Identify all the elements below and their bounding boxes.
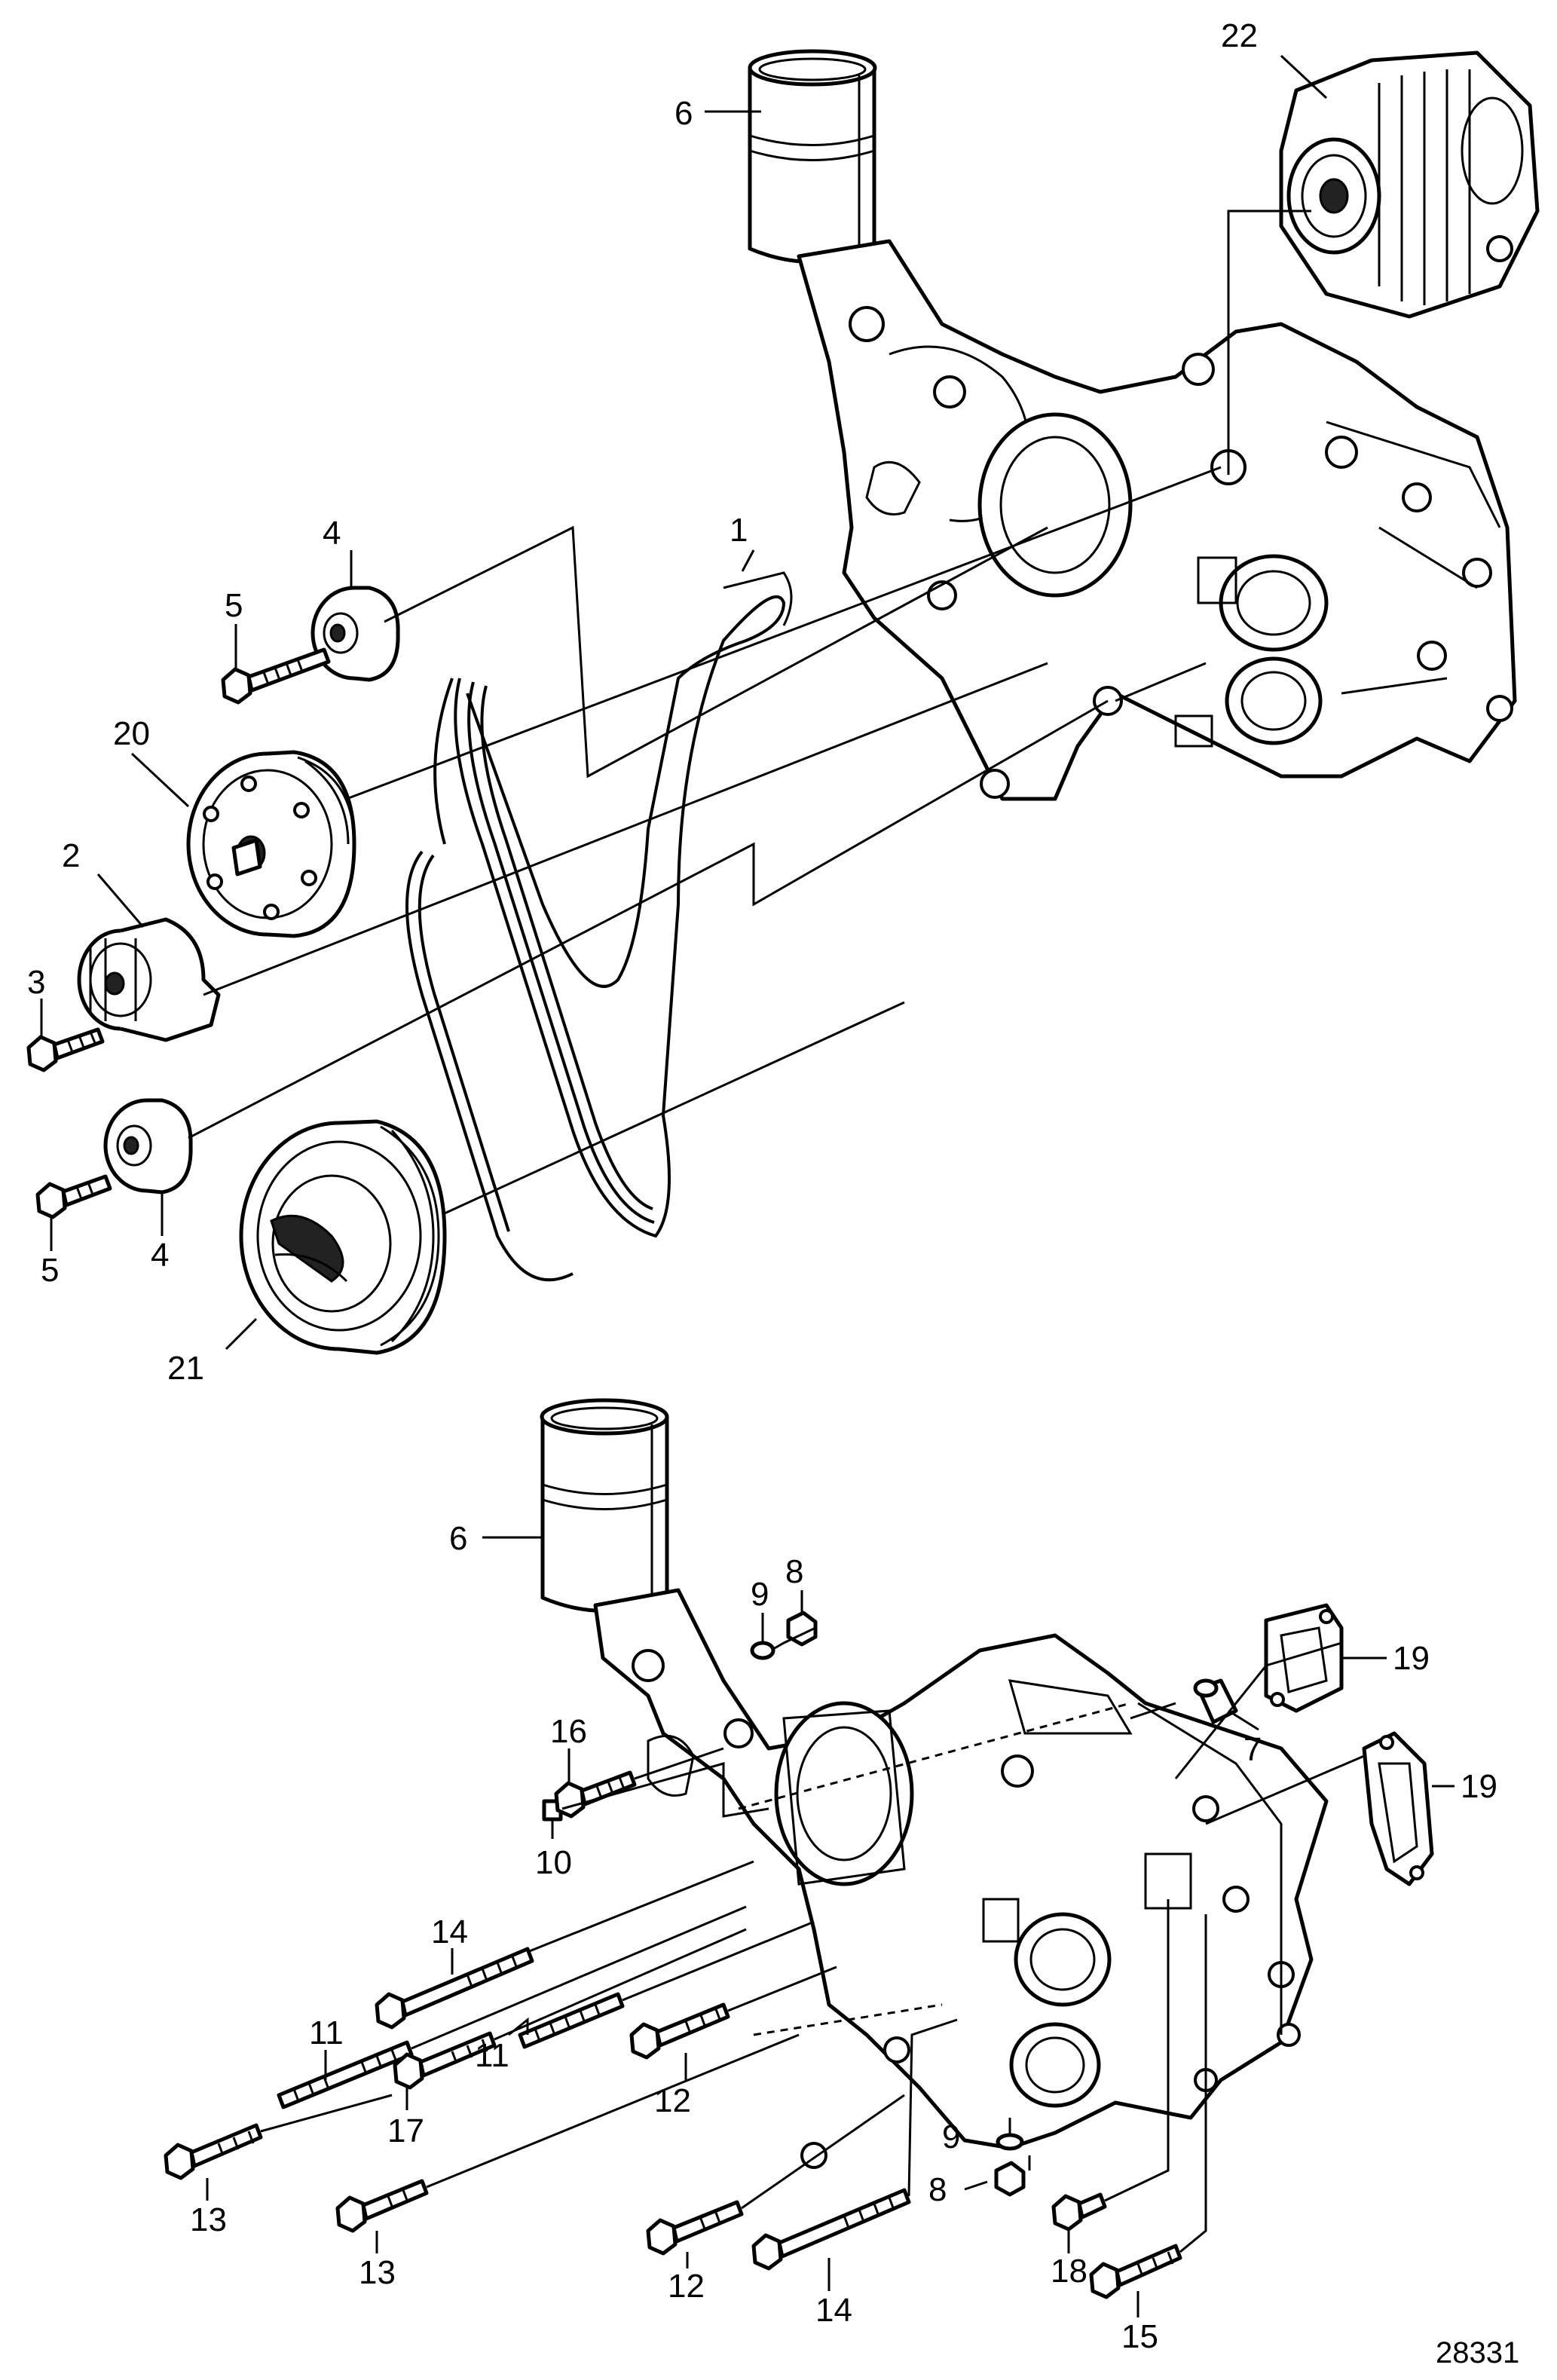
oil-filter-lower xyxy=(540,1398,669,1613)
belt-tensioner xyxy=(77,917,221,1042)
callout-2: 2 xyxy=(62,837,80,874)
alternator xyxy=(1279,50,1540,319)
sleeve-7 xyxy=(1193,1678,1238,1724)
bolt-3 xyxy=(26,1027,105,1072)
callout-19a: 19 xyxy=(1393,1640,1430,1677)
callout-17: 17 xyxy=(387,2112,424,2149)
bolt-upper-5a xyxy=(221,647,331,705)
callout-6-lower: 6 xyxy=(449,1520,467,1557)
callout-3: 3 xyxy=(27,964,45,1001)
callout-13b: 13 xyxy=(359,2254,396,2291)
gasket-19b xyxy=(1362,1731,1434,1886)
callout-15: 15 xyxy=(1121,2318,1158,2355)
callout-19b: 19 xyxy=(1461,1768,1497,1805)
bolt-15 xyxy=(1089,2244,1182,2299)
bolt-17 xyxy=(393,2031,497,2090)
bolt-12a xyxy=(629,2002,730,2060)
callout-4b: 4 xyxy=(151,1237,169,1274)
callout-8b: 8 xyxy=(928,2171,947,2208)
callout-7: 7 xyxy=(1243,1731,1262,1768)
callout-22: 22 xyxy=(1221,17,1258,54)
callout-6-upper: 6 xyxy=(674,95,693,132)
seal-9a xyxy=(750,1641,775,1660)
timing-cover-lower xyxy=(593,1588,1329,2169)
callout-10: 10 xyxy=(535,1844,572,1881)
callout-18: 18 xyxy=(1051,2253,1087,2290)
callout-labels-lower: 6 7 8 8 9 9 10 11 11 12 12 13 13 14 14 1… xyxy=(190,1520,1497,2355)
callout-9b: 9 xyxy=(942,2118,960,2155)
lower-assembly xyxy=(164,1398,1434,2299)
callout-5a: 5 xyxy=(225,587,243,624)
bolt-13a xyxy=(164,2123,263,2180)
lower-axis-lines xyxy=(260,1626,1365,2253)
figure-reference-number: 28331 xyxy=(1436,2336,1519,2369)
timing-cover-upper xyxy=(797,239,1517,801)
callout-11b: 11 xyxy=(475,2037,509,2074)
callout-12a: 12 xyxy=(654,2082,691,2119)
idler-pulley-lower xyxy=(103,1098,193,1195)
callout-14b: 14 xyxy=(815,2292,852,2329)
callout-4a: 4 xyxy=(323,515,341,552)
bolt-12b xyxy=(646,2200,744,2256)
bolt-16 xyxy=(554,1770,637,1819)
callout-leaders xyxy=(40,54,1455,2317)
stud-11b xyxy=(518,1992,625,2049)
callout-20: 20 xyxy=(113,715,150,752)
gasket-19a xyxy=(1264,1603,1344,1713)
upper-assembly xyxy=(26,49,1540,1355)
callout-1: 1 xyxy=(730,512,748,549)
callout-11a: 11 xyxy=(309,2014,344,2051)
callout-13a: 13 xyxy=(190,2201,227,2238)
stud-11a xyxy=(277,2040,414,2109)
drive-belt xyxy=(405,571,793,1282)
callout-14a: 14 xyxy=(431,1913,468,1950)
water-pump-pulley xyxy=(186,750,356,938)
bolt-upper-5b xyxy=(35,1174,112,1219)
bolt-14b xyxy=(751,2188,911,2271)
callout-labels-upper: 1 2 3 4 4 5 5 6 20 21 22 xyxy=(27,17,1258,1387)
seal-9b xyxy=(996,2133,1024,2151)
crankshaft-pulley xyxy=(239,1119,447,1355)
plug-8b xyxy=(994,2161,1026,2197)
callout-16: 16 xyxy=(550,1713,587,1750)
callout-8a: 8 xyxy=(785,1553,803,1590)
bolt-13b xyxy=(335,2179,429,2233)
oil-filter-upper xyxy=(748,49,877,264)
callout-9a: 9 xyxy=(751,1576,769,1613)
bolt-18 xyxy=(1051,2192,1107,2232)
idler-pulley-upper xyxy=(310,586,400,682)
callout-21: 21 xyxy=(167,1350,204,1387)
callout-5b: 5 xyxy=(41,1252,59,1289)
callout-12b: 12 xyxy=(668,2268,705,2305)
bolt-14a xyxy=(375,1947,534,2030)
upper-axis-lines xyxy=(188,210,1311,1215)
